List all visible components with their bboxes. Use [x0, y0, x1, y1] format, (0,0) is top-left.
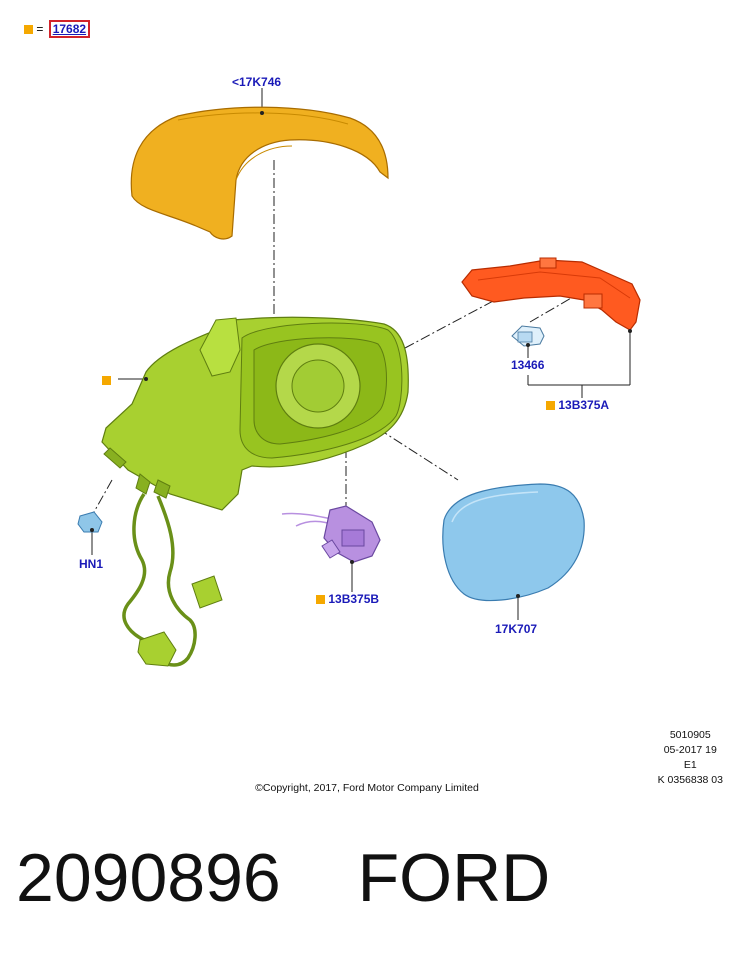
drawing-meta: 5010905 05-2017 19 E1 K 0356838 03	[658, 728, 723, 788]
copyright-notice: ©Copyright, 2017, Ford Motor Company Lim…	[255, 782, 479, 794]
puddle-lamp	[281, 505, 381, 563]
mirror-housing	[101, 316, 409, 511]
callout-puddle-lamp-label: 13B375B	[328, 592, 380, 606]
meta-line-1: 5010905	[669, 729, 711, 741]
legend-equals: =	[36, 22, 44, 36]
leader-lines	[91, 88, 631, 620]
callout-housing[interactable]	[102, 373, 111, 387]
callout-glass[interactable]: 17K707	[495, 622, 538, 636]
mirror-glass	[442, 483, 585, 602]
legend: = 17682	[24, 20, 91, 38]
marker-square-icon	[316, 595, 325, 604]
brand-name: FORD	[357, 840, 551, 916]
meta-line-4: K 0356838 03	[657, 774, 723, 786]
marker-square-icon	[546, 401, 555, 410]
meta-line-2: 05-2017 19	[663, 744, 717, 756]
callout-indicator-lamp[interactable]: 13B375A	[546, 398, 609, 412]
marker-square-icon	[24, 25, 33, 34]
callout-puddle-lamp[interactable]: 13B375B	[316, 592, 379, 606]
callout-clip[interactable]: HN1	[79, 557, 104, 571]
callout-indicator-lamp-label: 13B375A	[558, 398, 610, 412]
legend-part-link[interactable]: 17682	[48, 20, 91, 38]
callout-mirror-cover[interactable]: <17K746	[232, 75, 282, 89]
part-number: 2090896	[16, 840, 281, 916]
bulb	[511, 325, 545, 347]
harness-connectors	[137, 575, 223, 667]
meta-line-3: E1	[683, 759, 697, 771]
callout-bulb[interactable]: 13466	[511, 358, 545, 372]
mirror-cover	[130, 106, 389, 240]
indicator-lamp	[461, 257, 641, 331]
leader-dots	[90, 111, 632, 598]
marker-square-icon	[102, 376, 111, 385]
clip-hn1	[77, 511, 103, 533]
part-number-bar: 2090896 FORD	[16, 838, 550, 918]
exploded-mirror-diagram	[77, 88, 641, 667]
